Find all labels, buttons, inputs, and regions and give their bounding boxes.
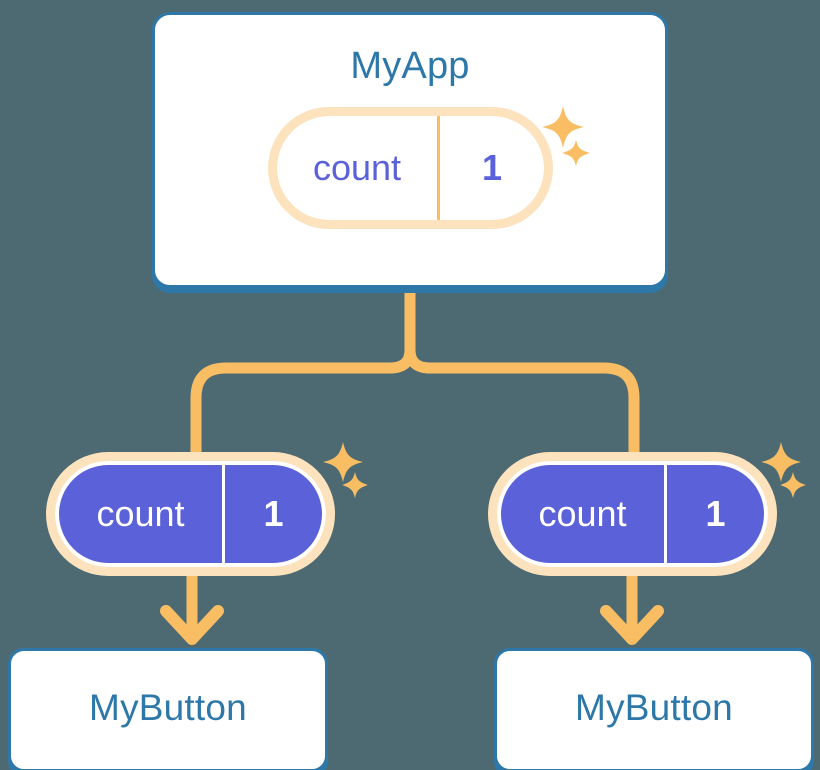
pill-inner: count 1 [501, 465, 764, 563]
state-key-label: count [538, 493, 627, 534]
state-pill-left[interactable]: count 1 [46, 452, 335, 576]
mybutton-card-right[interactable]: MyButton [494, 648, 814, 770]
state-value-label: 1 [263, 493, 284, 534]
state-key-cell: count [59, 465, 222, 563]
state-value-label: 1 [705, 493, 726, 534]
state-value-cell: 1 [437, 116, 544, 220]
state-key-cell: count [277, 116, 437, 220]
mybutton-label-left: MyButton [89, 687, 247, 728]
sparkle-small-left-icon [342, 472, 368, 498]
state-pill-right[interactable]: count 1 [488, 452, 777, 576]
state-value-cell: 1 [222, 465, 322, 563]
connector-bus [190, 344, 640, 458]
state-value-cell: 1 [664, 465, 764, 563]
state-key-label: count [312, 147, 402, 188]
pill-body: count 1 [55, 461, 326, 567]
state-key-cell: count [501, 465, 664, 563]
state-key-label: count [96, 493, 185, 534]
arrow-left-head-icon [160, 605, 224, 645]
state-value-label: 1 [481, 147, 503, 188]
arrow-right-head-icon [600, 605, 664, 645]
pill-body: count 1 [497, 461, 768, 567]
mybutton-label-right: MyButton [575, 687, 733, 728]
mybutton-card-left[interactable]: MyButton [8, 648, 328, 770]
page-title: MyApp [350, 45, 470, 87]
state-pill-root[interactable]: count 1 [268, 107, 553, 229]
pill-inner: count 1 [59, 465, 322, 563]
sparkle-small-right-icon [780, 472, 806, 498]
pill-body: count 1 [277, 116, 544, 220]
